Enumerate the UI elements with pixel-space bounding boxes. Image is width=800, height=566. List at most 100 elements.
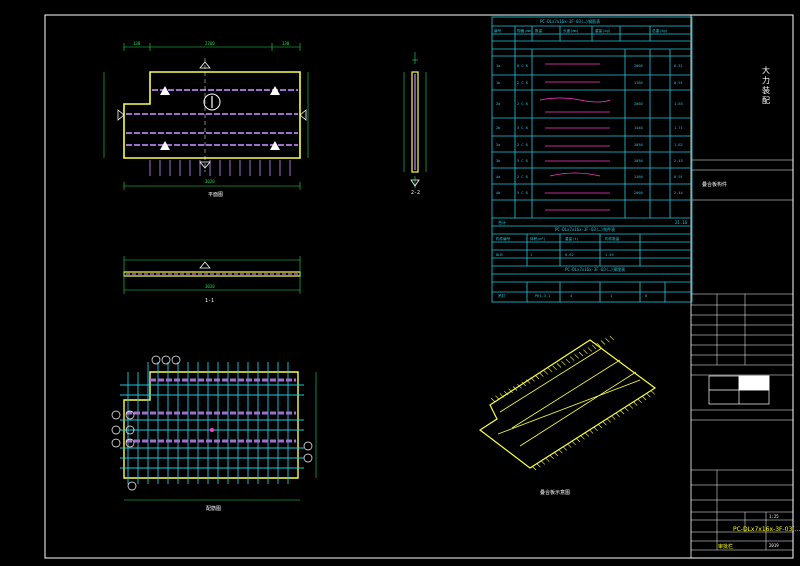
- rebar-row-length: 1160: [634, 81, 643, 85]
- iso-rebar-tick: [593, 426, 598, 432]
- rebar-header-cell: 编号: [494, 28, 502, 33]
- rebar-row-id: 1a: [496, 64, 500, 68]
- section-view: 1-1 3020: [123, 256, 301, 304]
- iso-rebar-tick: [641, 395, 647, 401]
- concrete-header-cell: 重量(t): [565, 236, 579, 241]
- rebar-row-spec: 8 C 8: [517, 64, 528, 68]
- iso-rebar-tick: [531, 465, 537, 471]
- rebar-row-length: 2060: [634, 102, 643, 106]
- iso-rebar-tick: [552, 365, 557, 371]
- iso-rebar-tick: [587, 347, 593, 352]
- iso-rebar-tick: [499, 393, 505, 398]
- iso-rebar-tick: [605, 337, 610, 343]
- iso-rebar-tick: [583, 349, 588, 354]
- iso-rebar-tick: [562, 446, 568, 451]
- drawing-scale: 1:25: [769, 514, 779, 519]
- iso-rebar-tick: [517, 383, 522, 389]
- rebar-row-length: 2050: [634, 159, 643, 163]
- concrete-header-cell: 构件编号: [496, 236, 511, 241]
- rebar-row-spec: 2 C 8: [517, 143, 528, 147]
- iso-rebar-tick: [628, 404, 634, 409]
- rebar-row-length: 2050: [634, 143, 643, 147]
- concrete-header-cell: 体积(m³): [530, 236, 546, 241]
- iso-rebar-tick: [650, 390, 656, 395]
- rebar-table-title: PC-DLx7x16x-3F-03(…)钢筋表: [540, 19, 601, 24]
- iso-rebar-tick: [495, 395, 500, 400]
- rebar-row-length: 2060: [634, 64, 643, 68]
- rebar-row-weight: 6.51: [674, 64, 683, 68]
- section-view-label: 1-1: [205, 298, 214, 304]
- iso-rebar-tick: [575, 437, 581, 443]
- rebar-row-id: 1b: [496, 81, 500, 85]
- rebar-row-length: 1160: [634, 175, 643, 179]
- iso-rebar-tick: [540, 460, 546, 465]
- iso-rebar-tick: [615, 412, 620, 418]
- iso-rebar-tick: [549, 454, 554, 460]
- rebar-header-cell: 长度(mm): [563, 28, 579, 33]
- plan-slab-outline: [123, 71, 301, 159]
- company-name-vertical: 大力装配: [762, 66, 770, 105]
- iso-rebar-tick: [588, 429, 594, 434]
- iso-rebar-tick: [591, 344, 597, 350]
- rebar-header-cell: 数量: [535, 28, 543, 33]
- iso-rebar-tick: [632, 401, 638, 406]
- concrete-cell: DLB: [496, 253, 503, 257]
- rebar-row-id: 4b: [496, 191, 500, 195]
- rebar-row-length: 1440: [634, 126, 643, 130]
- iso-rebar-tick: [574, 354, 579, 359]
- concrete-cell: 1: [530, 253, 532, 257]
- iso-rebar-tick: [597, 423, 603, 429]
- total-row-value: 21.16: [675, 220, 688, 225]
- iso-rebar-tick: [637, 398, 642, 404]
- rebar-row-id: 2a: [496, 102, 500, 106]
- iso-rebar-tick: [584, 432, 590, 437]
- rebar-row-id: 3a: [496, 143, 500, 147]
- drawing-number: 2019: [769, 543, 779, 548]
- drawing-frame: [44, 14, 794, 559]
- table-text-layer: 编号 规格(mm)数量 长度(mm) 重量(kg) 总重(kg) 1a 8 C 8 2060 6…: [494, 28, 683, 298]
- plan-dim-left: 130: [133, 41, 141, 46]
- iso-rebar-tick: [490, 397, 496, 403]
- side-view: 2-2: [403, 52, 427, 196]
- iso-rebar-tick: [503, 390, 509, 396]
- iso-rebar-tick: [508, 388, 513, 394]
- part-table-title: PC-DLx7x16x-3F-03(…)预埋表: [565, 267, 626, 272]
- iso-rebar-tick: [536, 462, 541, 468]
- approval-stamp-grid: [708, 375, 770, 405]
- plan-overall-dimension: 3020: [205, 179, 215, 184]
- rebar-row-spec: 3 C 8: [517, 126, 528, 130]
- iso-rebar-tick: [530, 377, 535, 382]
- iso-rebar-tick: [580, 434, 585, 440]
- rebar-row-spec: 2 C 8: [517, 81, 528, 85]
- iso-rebar-tick: [569, 356, 575, 361]
- approval-stamp: 审批栏: [718, 544, 734, 550]
- iso-rebar-tick: [571, 440, 576, 446]
- iso-rebar-tick: [646, 392, 651, 398]
- iso-rebar-tick: [566, 443, 572, 448]
- part-cell: 4: [570, 294, 572, 298]
- plan-view-label: 平面图: [208, 192, 223, 198]
- lifting-point-icon: [203, 93, 221, 111]
- section-overall-dimension: 3020: [205, 284, 215, 289]
- rebar-row-weight: 1.62: [674, 143, 683, 147]
- rebar-header-cell: 规格(mm): [517, 28, 533, 33]
- isometric-view: 叠合板示意图: [478, 335, 657, 496]
- drawing-name: PC-DLx7x16x-3F-03(…)详图: [733, 526, 800, 533]
- part-cell: 1: [610, 294, 612, 298]
- concrete-cell: 0.62: [565, 253, 574, 257]
- part-cell: PH1.3-1: [535, 294, 550, 298]
- iso-rebar-tick: [619, 409, 625, 415]
- iso-rebar-tick: [534, 374, 540, 380]
- part-cell: 0: [645, 294, 647, 298]
- rebar-row-weight: 2.43: [674, 159, 683, 163]
- rebar-header-cell: 总重(kg): [652, 28, 668, 33]
- rebar-table: [491, 16, 693, 303]
- iso-rebar-tick: [565, 358, 571, 364]
- rebar-header-cell: 重量(kg): [595, 28, 611, 33]
- iso-rebar-tick: [578, 351, 584, 357]
- iso-rebar-tick: [553, 451, 559, 457]
- rebar-row-weight: 1.71: [674, 126, 683, 130]
- project-label: 叠合板构件: [702, 182, 728, 188]
- rebar-row-id: 2b: [496, 126, 500, 130]
